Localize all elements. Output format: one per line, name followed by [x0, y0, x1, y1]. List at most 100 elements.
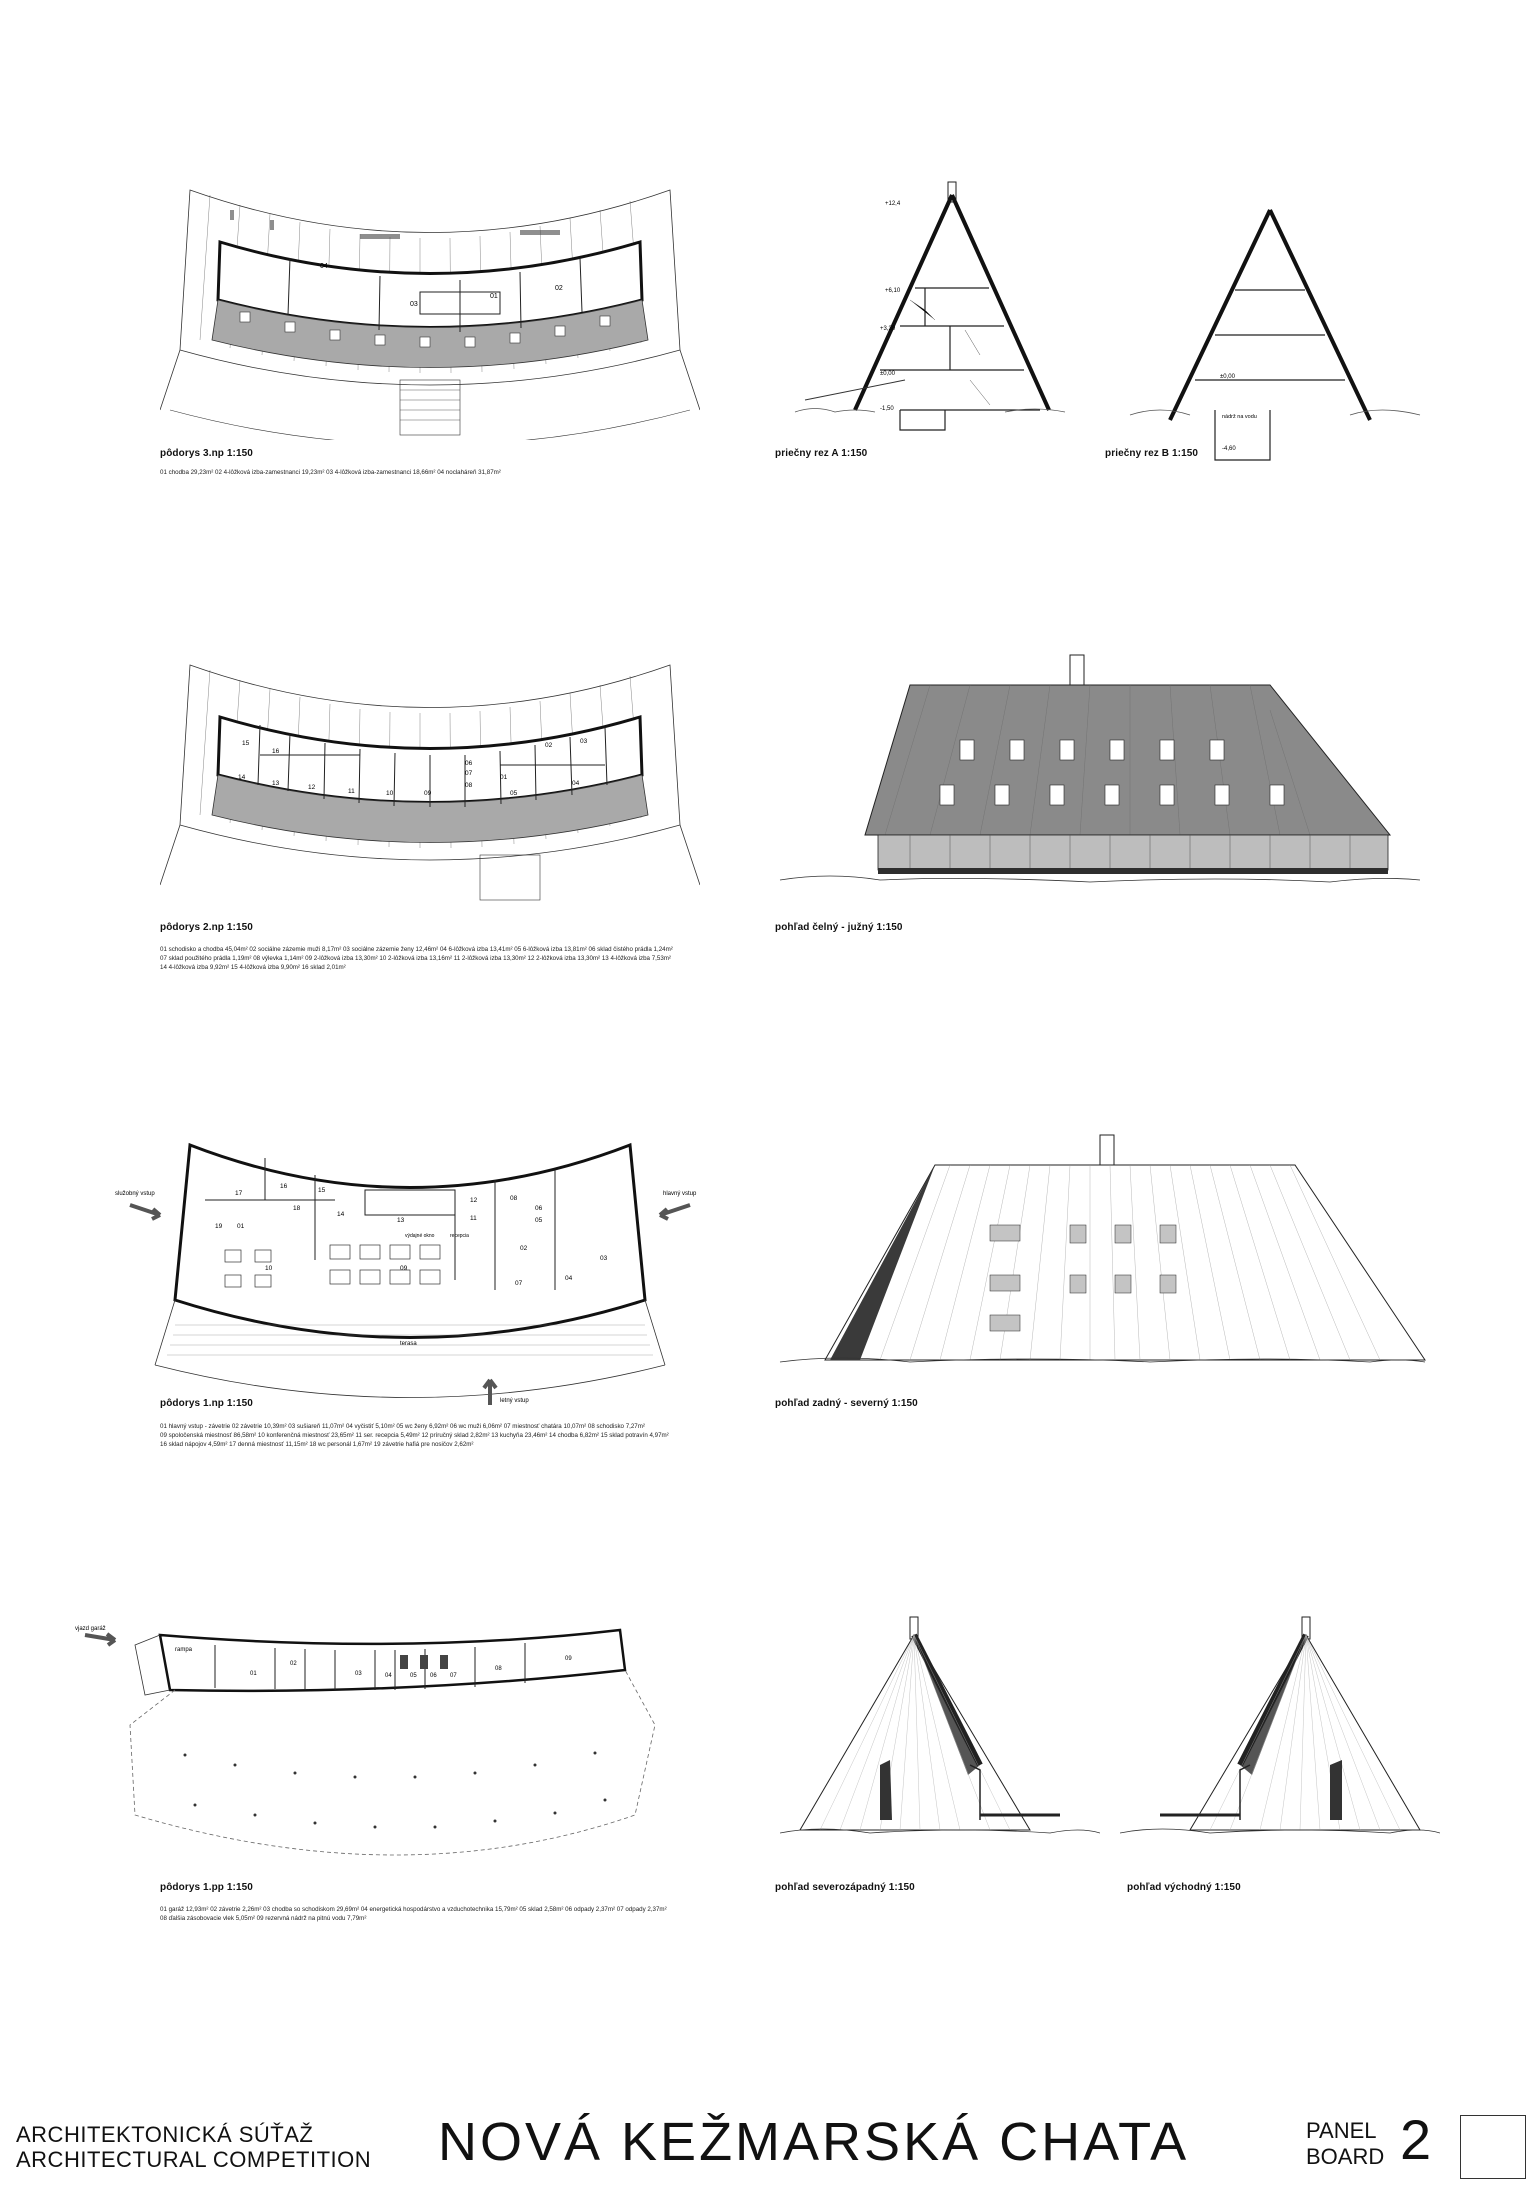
plan-3np-drawing: 04 03 01 02 [160, 189, 700, 440]
room-08-1np-label: 08 [510, 1195, 518, 1202]
east-elevation-drawing [1120, 1616, 1440, 1834]
north-elevation-drawing [779, 1134, 1426, 1363]
room-05-label: 05 [510, 790, 518, 797]
room-09-1np-label: 09 [400, 1265, 408, 1272]
plan-2np-legend: 01 schodisko a chodba 45,04m² 02 sociáln… [160, 945, 673, 972]
room-14-1np-label: 14 [337, 1211, 345, 1218]
main-entry-label: hlavný vstup [663, 1191, 697, 1197]
legend-line: 16 sklad nápojov 4,59m² 17 denná miestno… [160, 1441, 474, 1448]
reception-label: recepcia [450, 1233, 469, 1239]
plan-1pp-drawing: vjazd garáž rampa 01 02 03 04 05 06 07 0… [75, 1626, 656, 1856]
northwest-elevation-drawing [780, 1616, 1100, 1834]
level-0-00: ±0,00 [880, 371, 896, 377]
legend-line: 01 garáž 12,93m² 02 závetrie 2,26m² 03 c… [160, 1906, 667, 1913]
room-12-1np-label: 12 [470, 1197, 478, 1204]
level-b-minus-4-60: -4,60 [1222, 446, 1236, 452]
room-03-label: 03 [410, 301, 418, 308]
room-10-1np-label: 10 [265, 1265, 273, 1272]
room-06-1pp-label: 06 [430, 1673, 437, 1679]
room-14-label: 14 [238, 774, 246, 781]
panel-sk: PANEL [1306, 2118, 1377, 2143]
serving-label: výdajné okno [405, 1233, 435, 1239]
panel-en: BOARD [1306, 2144, 1385, 2169]
room-05-1np-label: 05 [535, 1217, 543, 1224]
room-04-label: 04 [320, 263, 328, 270]
room-19-label: 19 [215, 1223, 223, 1230]
legend-line: 14 4-lôžková izba 9,92m² 15 4-lôžková iz… [160, 964, 346, 971]
room-06-label: 06 [465, 760, 473, 767]
room-15-label: 15 [242, 740, 250, 747]
winter-entry-label: letný vstup [500, 1398, 529, 1404]
room-01-1np-label: 01 [237, 1223, 245, 1230]
plan-1pp-legend: 01 garáž 12,93m² 02 závetrie 2,26m² 03 c… [160, 1905, 667, 1923]
plan-1np-drawing: služobný vstup hlavný vstup letný vstup … [115, 1142, 697, 1405]
room-07-1np-label: 07 [515, 1280, 523, 1287]
plan-1pp-title: pôdorys 1.pp 1:150 [160, 1882, 253, 1893]
east-elevation-title: pohľad východný 1:150 [1127, 1882, 1241, 1893]
room-04-2np-label: 04 [572, 780, 580, 787]
room-03-1pp-label: 03 [355, 1671, 362, 1677]
section-a-drawing: +12,4 +6,10 +3,30 ±0,00 -1,50 [794, 181, 1066, 431]
room-01-2np-label: 01 [500, 774, 508, 781]
level-3-30: +3,30 [880, 326, 896, 332]
water-tank-label: nádrž na vodu [1222, 414, 1257, 420]
room-17-label: 17 [235, 1190, 243, 1197]
south-elevation-title: pohľad čelný - južný 1:150 [775, 922, 903, 933]
room-06-1np-label: 06 [535, 1205, 543, 1212]
room-18-label: 18 [293, 1205, 301, 1212]
level-6-10: +6,10 [885, 288, 901, 294]
northwest-elevation-title: pohľad severozápadný 1:150 [775, 1882, 915, 1893]
room-02-1pp-label: 02 [290, 1661, 297, 1667]
competition-en: ARCHITECTURAL COMPETITION [16, 2147, 372, 2172]
room-11-label: 11 [348, 788, 355, 795]
competition-label: ARCHITEKTONICKÁ SÚŤAŽ ARCHITECTURAL COMP… [16, 2122, 371, 2172]
room-13-1np-label: 13 [397, 1217, 405, 1224]
room-02-1np-label: 02 [520, 1245, 528, 1252]
room-10-label: 10 [386, 790, 394, 797]
plan-2np-drawing: 15 16 14 13 12 11 10 09 06 07 08 01 05 0… [160, 664, 700, 901]
legend-line: 01 hlavný vstup - závetrie 02 závetrie 1… [160, 1423, 645, 1430]
room-01-1pp-label: 01 [250, 1671, 257, 1677]
room-04-1pp-label: 04 [385, 1673, 392, 1679]
plan-1np-legend: 01 hlavný vstup - závetrie 02 závetrie 1… [160, 1422, 669, 1449]
room-04-1np-label: 04 [565, 1275, 573, 1282]
room-03-1np-label: 03 [600, 1255, 608, 1262]
side-entry-label: služobný vstup [115, 1191, 155, 1197]
north-elevation-title: pohľad zadný - severný 1:150 [775, 1398, 918, 1409]
section-b-title: priečny rez B 1:150 [1105, 448, 1199, 459]
room-05-1pp-label: 05 [410, 1673, 417, 1679]
room-07-label: 07 [465, 770, 473, 777]
room-16-label: 16 [272, 748, 280, 755]
terrace-label: terasa [400, 1341, 417, 1347]
competition-sk: ARCHITEKTONICKÁ SÚŤAŽ [16, 2122, 314, 2147]
room-15-1np-label: 15 [318, 1187, 326, 1194]
project-title: NOVÁ KEŽMARSKÁ CHATA [438, 2112, 1190, 2172]
room-11-1np-label: 11 [470, 1215, 477, 1222]
room-07-1pp-label: 07 [450, 1673, 457, 1679]
plan-1np-title: pôdorys 1.np 1:150 [160, 1398, 253, 1409]
room-09-1pp-label: 09 [565, 1656, 572, 1662]
room-02-label: 02 [555, 285, 563, 292]
room-16-1np-label: 16 [280, 1183, 288, 1190]
level-b-0-00: ±0,00 [1220, 374, 1236, 380]
plan-3np-legend: 01 chodba 29,23m² 02 4-lôžková izba-zame… [160, 468, 501, 477]
legend-line: 01 schodisko a chodba 45,04m² 02 sociáln… [160, 946, 673, 953]
ramp-label: rampa [175, 1647, 193, 1653]
legend-line: 08 ďalšia zásobovacie vlek 5,05m² 09 rez… [160, 1915, 367, 1922]
panel-number: 2 [1400, 2108, 1432, 2171]
legend-line: 01 chodba 29,23m² 02 4-lôžková izba-zame… [160, 469, 501, 476]
plan-2np-title: pôdorys 2.np 1:150 [160, 922, 253, 933]
panel-label: PANEL BOARD [1306, 2118, 1384, 2170]
room-08-label: 08 [465, 782, 473, 789]
south-elevation-drawing [779, 654, 1421, 883]
garage-entry-label: vjazd garáž [75, 1626, 106, 1632]
level-minus-1-50: -1,50 [880, 406, 894, 412]
plan-3np-title: pôdorys 3.np 1:150 [160, 448, 253, 459]
room-13-label: 13 [272, 780, 280, 787]
section-a-title: priečny rez A 1:150 [775, 448, 868, 459]
room-01-label: 01 [490, 293, 498, 300]
room-09-label: 09 [424, 790, 432, 797]
level-12-4: +12,4 [885, 201, 901, 207]
room-12-label: 12 [308, 784, 316, 791]
room-03-2np-label: 03 [580, 738, 588, 745]
